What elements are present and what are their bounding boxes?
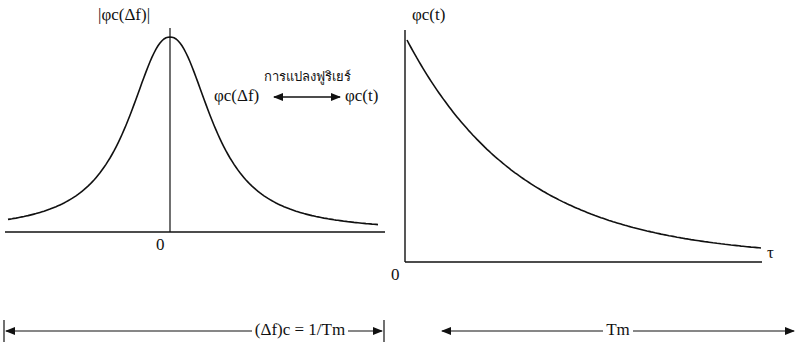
dimension-label: (Δf)c = 1/Tm — [252, 321, 348, 340]
tau-axis — [405, 261, 762, 262]
dimension-tick — [3, 320, 4, 342]
transform-arrow — [274, 96, 340, 97]
origin-label: 0 — [391, 266, 400, 285]
decay-curve — [407, 40, 761, 248]
origin-label: 0 — [156, 236, 165, 255]
freq-axis — [5, 231, 385, 232]
dimension-label: Tm — [603, 321, 633, 340]
correlation-curve — [8, 37, 378, 225]
transform-pair-label: φc(Δf) — [214, 87, 259, 106]
axis-title: |φc(Δf)| — [98, 6, 150, 25]
axis-title: φc(t) — [412, 6, 445, 25]
vertical-axis — [169, 28, 170, 232]
axis-label: τ — [767, 244, 774, 263]
transform-label: การแปลงฟูริเยร์ — [264, 70, 351, 84]
transform-pair-label: φc(t) — [345, 87, 378, 106]
vertical-axis — [404, 30, 405, 262]
dimension-tick — [383, 320, 384, 342]
